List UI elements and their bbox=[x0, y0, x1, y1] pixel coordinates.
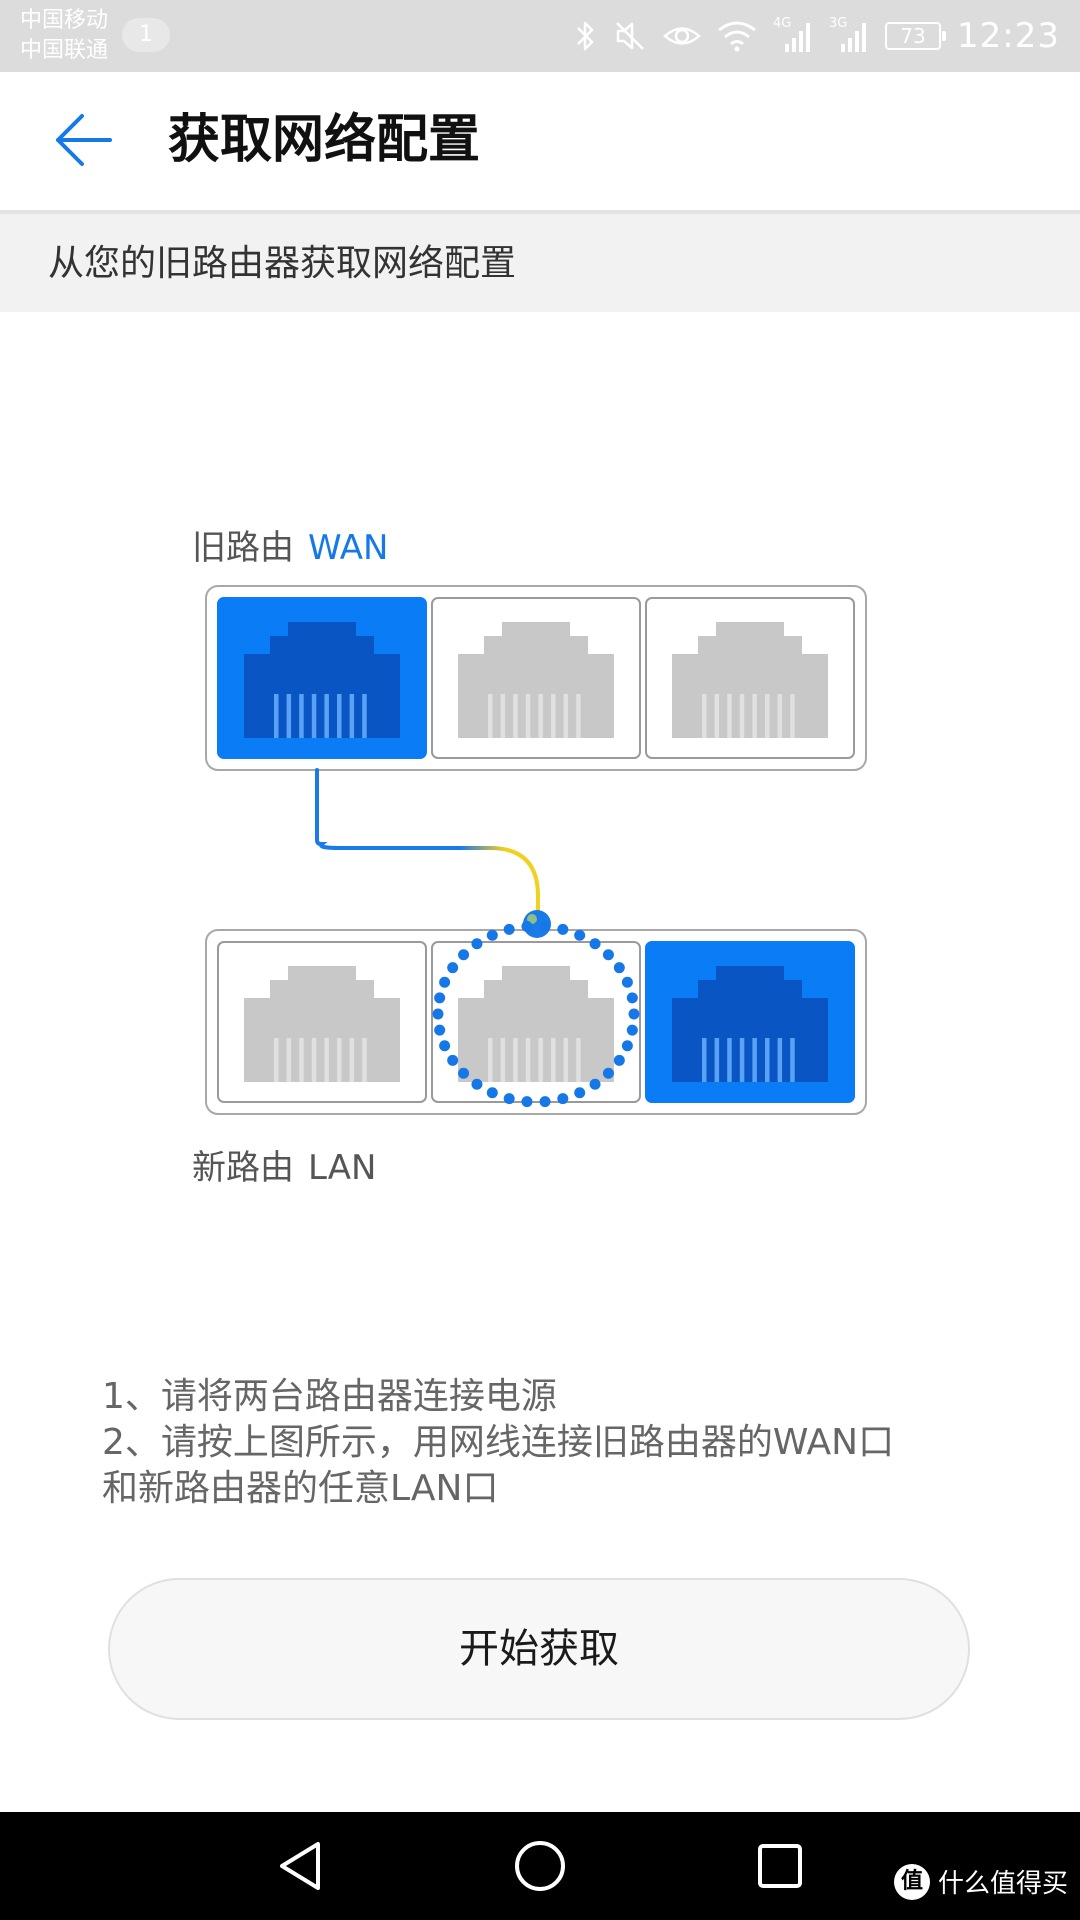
network-cable bbox=[315, 768, 551, 938]
mute-icon bbox=[616, 22, 644, 50]
app-bar: 获取网络配置 bbox=[0, 72, 1080, 210]
battery-level: 73 bbox=[900, 24, 926, 48]
carrier-1: 中国移动 bbox=[20, 8, 109, 33]
old-router-port-2 bbox=[431, 597, 641, 759]
nav-recents-button[interactable] bbox=[750, 1836, 810, 1896]
carrier-2: 中国联通 bbox=[20, 38, 109, 63]
notification-count-badge: 1 bbox=[122, 18, 170, 52]
signal-3g-icon: 3G bbox=[829, 16, 869, 54]
old-router-port-3 bbox=[645, 597, 855, 759]
nav-home-button[interactable] bbox=[510, 1836, 570, 1896]
watermark-text: 什么值得买 bbox=[937, 1869, 1068, 1899]
signal-3g-label: 3G bbox=[829, 16, 848, 31]
connection-diagram: 旧路由 WAN 新路由 LAN bbox=[0, 312, 1080, 1212]
carrier-info: 中国移动 中国联通 bbox=[20, 6, 108, 66]
new-router-port-label: LAN bbox=[308, 1148, 377, 1188]
arrow-left-icon bbox=[56, 114, 112, 166]
status-bar: 中国移动 中国联通 1 4G bbox=[0, 0, 1080, 72]
signal-4g-label: 4G bbox=[773, 16, 792, 31]
instructions: 1、请将两台路由器连接电源 2、请按上图所示，用网线连接旧路由器的WAN口 和新… bbox=[102, 1374, 1002, 1512]
app-bar-divider bbox=[0, 210, 1080, 214]
battery-icon: 73 bbox=[885, 22, 947, 50]
new-router-port-1 bbox=[217, 941, 427, 1103]
diagram-graphic bbox=[205, 585, 867, 1115]
start-button[interactable]: 开始获取 bbox=[108, 1578, 970, 1720]
instruction-line-1: 1、请将两台路由器连接电源 bbox=[102, 1376, 557, 1417]
circle-home-icon bbox=[515, 1841, 565, 1891]
nav-back-button[interactable] bbox=[272, 1836, 332, 1896]
old-router-panel bbox=[205, 585, 867, 771]
square-recents-icon bbox=[758, 1844, 802, 1888]
subtitle-band: 从您的旧路由器获取网络配置 bbox=[0, 214, 1080, 312]
signal-4g-icon: 4G bbox=[773, 16, 813, 54]
instruction-line-3: 和新路由器的任意LAN口 bbox=[102, 1468, 499, 1509]
status-icons: 4G 3G 73 12:23 bbox=[575, 0, 1060, 72]
watermark: 值 什么值得买 bbox=[893, 1863, 1068, 1900]
triangle-back-icon bbox=[280, 1842, 320, 1890]
eye-comfort-icon bbox=[663, 27, 701, 45]
subtitle-text: 从您的旧路由器获取网络配置 bbox=[48, 243, 517, 284]
clock: 12:23 bbox=[957, 16, 1060, 56]
new-router-name: 新路由 bbox=[192, 1148, 294, 1188]
page-title: 获取网络配置 bbox=[168, 110, 481, 170]
old-router-name: 旧路由 bbox=[192, 528, 294, 568]
target-port-highlight bbox=[432, 920, 640, 1108]
old-router-port-label: WAN bbox=[308, 528, 389, 568]
navigation-bar: 值 什么值得买 bbox=[0, 1812, 1080, 1920]
old-router-port-1 bbox=[217, 597, 427, 759]
new-router-panel bbox=[205, 929, 867, 1115]
new-router-label: 新路由 LAN bbox=[192, 1146, 376, 1190]
new-router-port-3 bbox=[645, 941, 855, 1103]
old-router-label: 旧路由 WAN bbox=[192, 526, 388, 570]
watermark-logo: 值 bbox=[893, 1863, 930, 1900]
instruction-line-2: 2、请按上图所示，用网线连接旧路由器的WAN口 bbox=[102, 1422, 895, 1463]
bluetooth-icon bbox=[577, 21, 594, 51]
back-button[interactable] bbox=[48, 104, 120, 176]
wifi-icon bbox=[718, 21, 756, 52]
cable-line bbox=[315, 768, 540, 920]
new-router-port-2 bbox=[431, 941, 641, 1103]
